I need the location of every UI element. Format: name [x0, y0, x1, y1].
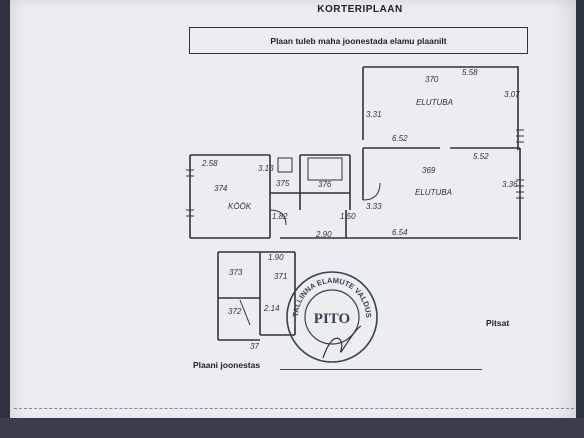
dimension-label: 1.90	[268, 253, 284, 262]
room-name: KÖÖK	[228, 202, 252, 211]
room-number: 372	[228, 307, 242, 316]
room-number: 375	[276, 179, 290, 188]
notice-text: Plaan tuleb maha joonestada elamu plaani…	[270, 35, 447, 46]
official-stamp: TALLINNA ELAMUTE VALDUS PITO	[283, 268, 381, 366]
dimension-label: 3.13	[258, 164, 274, 173]
document-sheet	[10, 0, 576, 430]
dimension-label: 1.82	[272, 212, 288, 221]
room-number: 369	[422, 166, 436, 175]
dimension-label: 5.52	[473, 152, 489, 161]
stamp-center-text: PITO	[314, 311, 350, 327]
room-number: 376	[318, 180, 332, 189]
drawn-by-label: Plaani joonestas	[193, 360, 261, 370]
dimension-label: 5.58	[462, 68, 478, 77]
floor-plan: 370 ELUTUBA 369 ELUTUBA 374 KÖÖK 375 376…	[180, 60, 530, 370]
dimension-label: 1.50	[340, 212, 356, 221]
floor-plan-drawing	[186, 66, 524, 341]
dimension-label: 3.07	[504, 90, 520, 99]
room-number: 374	[214, 184, 228, 193]
seal-caption: Pitsat	[486, 318, 510, 328]
room-number: 37	[250, 342, 259, 351]
dimension-label: 2.14	[264, 304, 280, 313]
dimension-label: 2.58	[202, 159, 218, 168]
room-name: ELUTUBA	[415, 188, 452, 197]
room-name: ELUTUBA	[416, 98, 453, 107]
stamp-seal: TALLINNA ELAMUTE VALDUS PITO	[286, 271, 378, 363]
dimension-label: 3.36	[502, 180, 518, 189]
signature-mark	[322, 325, 362, 359]
signature-line	[280, 369, 482, 370]
dimension-label: 6.54	[392, 228, 408, 237]
dimension-label: 3.33	[366, 202, 382, 211]
dimension-label: 2.90	[316, 230, 332, 239]
document-title: KORTERIPLAAN	[317, 4, 403, 15]
room-number: 370	[425, 75, 439, 84]
dimension-label: 6.52	[392, 134, 408, 143]
background-surface	[0, 418, 584, 438]
page-edge-line	[14, 408, 574, 409]
notice-box: Plaan tuleb maha joonestada elamu plaani…	[189, 27, 528, 54]
dimension-label: 3.31	[366, 110, 382, 119]
room-number: 371	[274, 272, 288, 281]
room-number: 373	[229, 268, 243, 277]
